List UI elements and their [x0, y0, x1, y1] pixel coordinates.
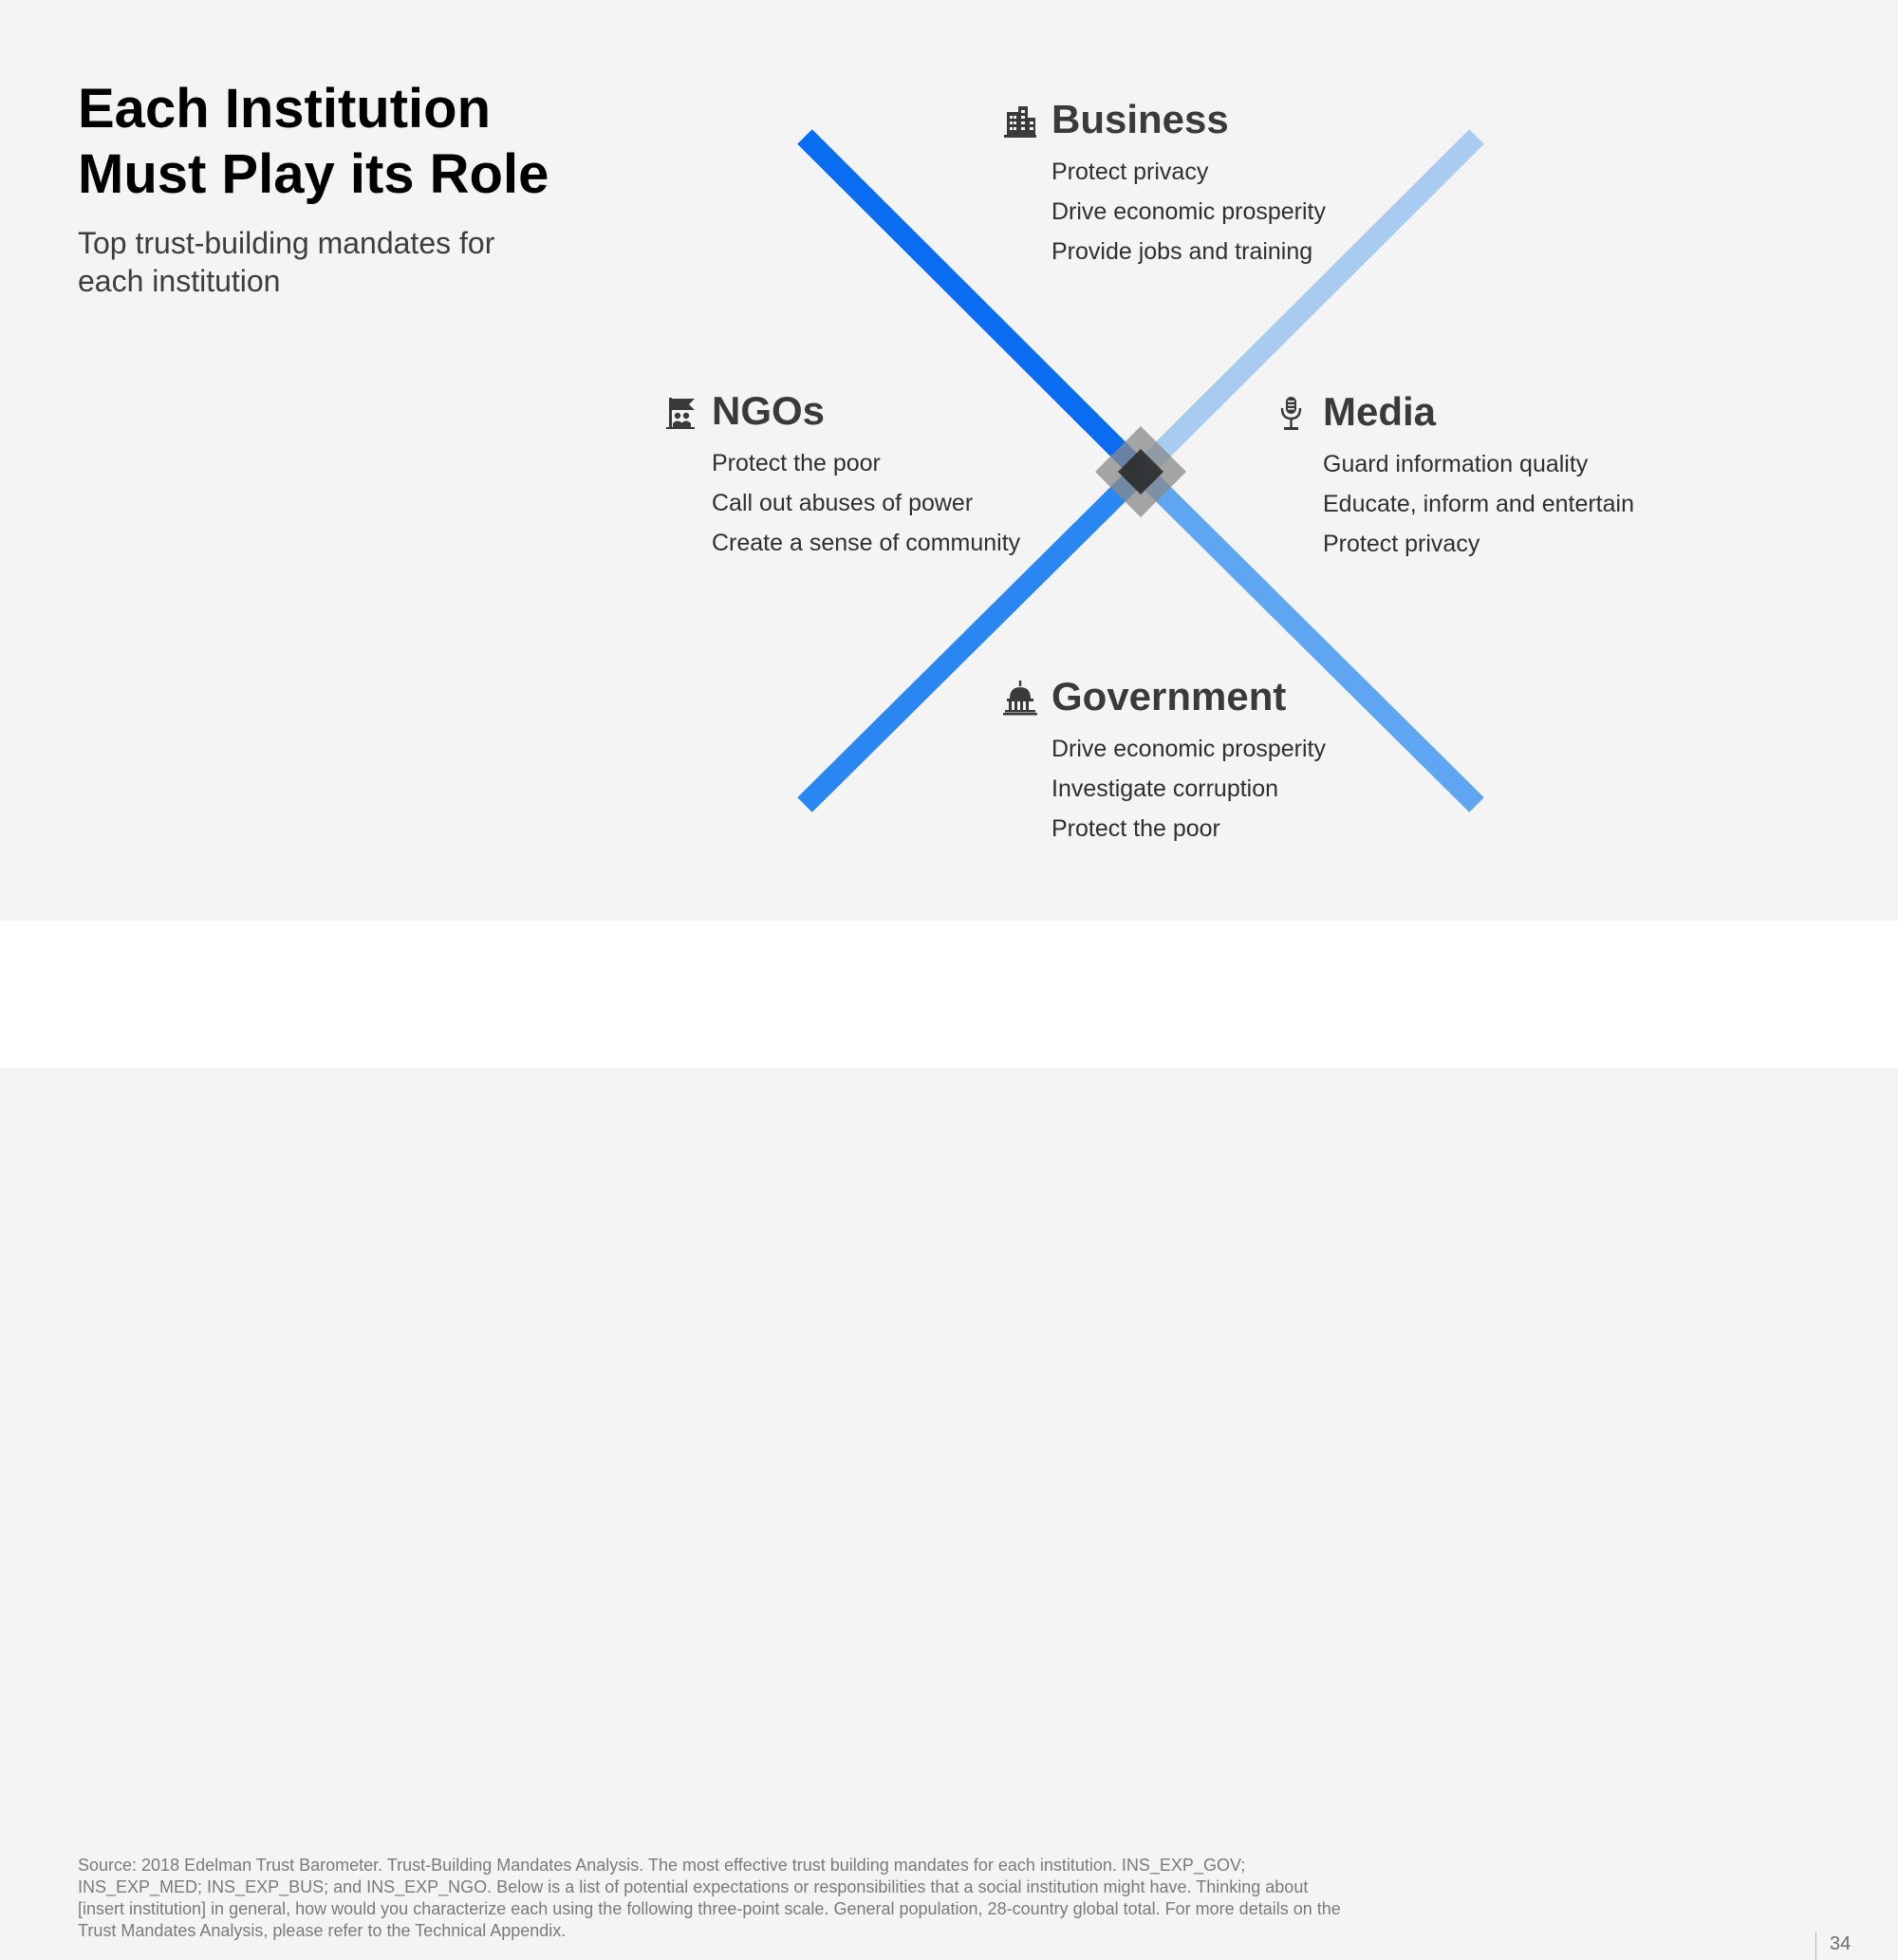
- business-mandate: Drive economic prosperity: [1051, 198, 1326, 225]
- ray-government: [1133, 464, 1484, 812]
- slide-canvas: Each Institution Must Play its Role Top …: [0, 0, 1898, 921]
- ngos-mandate: Create a sense of community: [712, 530, 1021, 556]
- government-mandate: Protect the poor: [1051, 815, 1220, 842]
- ngos-title: NGOs: [712, 388, 826, 433]
- business-mandates: Protect privacy Drive economic prosperit…: [1051, 152, 1326, 271]
- page-number-divider: [1815, 1932, 1816, 1960]
- page-number: 34: [1830, 1933, 1851, 1954]
- ray-media: [1133, 129, 1484, 479]
- ngos-mandate: Protect the poor: [712, 450, 881, 476]
- footer: Source: 2018 Edelman Trust Barometer. Tr…: [0, 921, 1898, 1960]
- protest-flag-icon: [666, 398, 695, 429]
- business-mandate: Provide jobs and training: [1051, 238, 1313, 265]
- x-diagram: [797, 129, 1484, 812]
- media-mandate: Protect privacy: [1323, 531, 1480, 557]
- government-mandates: Drive economic prosperity Investigate co…: [1051, 729, 1326, 849]
- ngos-block: NGOs Protect the poor Call out abuses of…: [666, 384, 1020, 563]
- building-icon: [1004, 106, 1036, 138]
- media-title: Media: [1323, 389, 1437, 434]
- media-mandate: Educate, inform and entertain: [1323, 491, 1634, 517]
- government-title: Government: [1051, 674, 1287, 719]
- government-mandate: Investigate corruption: [1051, 775, 1279, 802]
- ray-business: [797, 129, 1148, 479]
- ray-ngos: [797, 464, 1148, 812]
- microphone-icon: [1280, 397, 1302, 430]
- business-mandate: Protect privacy: [1051, 159, 1209, 185]
- ngos-mandates: Protect the poor Call out abuses of powe…: [712, 443, 1020, 563]
- media-mandate: Guard information quality: [1323, 451, 1589, 477]
- media-block: Media Guard information quality Educate,…: [1280, 385, 1634, 564]
- business-block: Business Protect privacy Drive economic …: [1004, 93, 1326, 271]
- media-mandates: Guard information quality Educate, infor…: [1323, 444, 1634, 564]
- capitol-dome-icon: [1003, 681, 1037, 716]
- slide-subtitle: Top trust-building mandates for each ins…: [78, 226, 495, 298]
- source-note: Source: 2018 Edelman Trust Barometer. Tr…: [78, 1856, 1341, 1940]
- ngos-mandate: Call out abuses of power: [712, 490, 974, 516]
- center-diamond: [1095, 426, 1186, 517]
- slide-title: Each Institution Must Play its Role: [78, 78, 549, 205]
- government-mandate: Drive economic prosperity: [1051, 736, 1326, 762]
- business-title: Business: [1051, 97, 1229, 141]
- government-block: Government Drive economic prosperity Inv…: [1003, 670, 1326, 849]
